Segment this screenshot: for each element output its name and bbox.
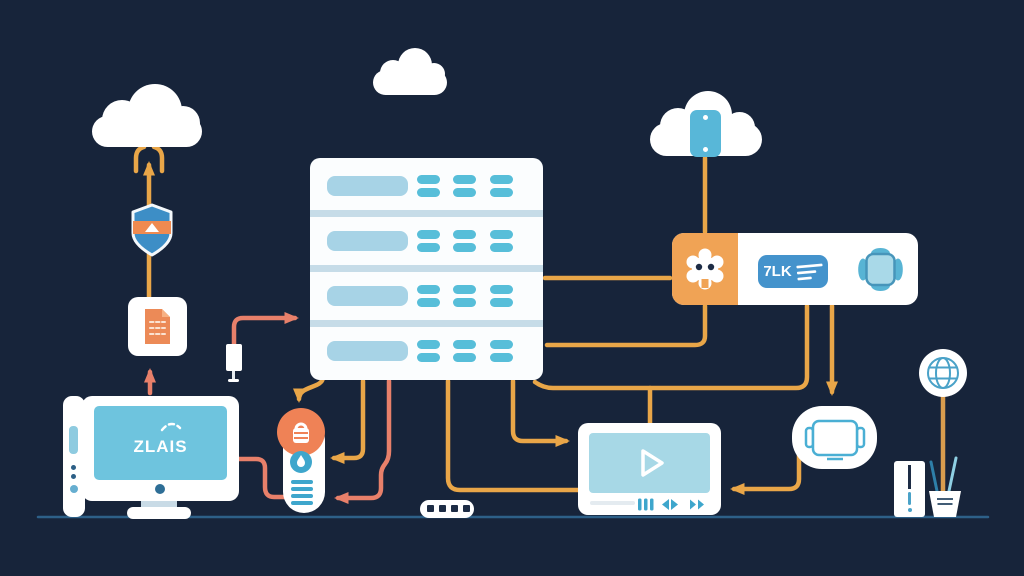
server-vents: [490, 340, 513, 366]
server-rack: [310, 158, 543, 380]
edge-card-to-server: [544, 303, 708, 348]
usb-stem: [232, 371, 235, 380]
player-progress: [590, 501, 635, 505]
drop-icon: [297, 455, 305, 467]
film-strip-icon: [420, 500, 474, 518]
server-unit: [310, 272, 543, 320]
edge-usb-to-server: [231, 312, 299, 348]
tower-dot: [71, 474, 76, 479]
player-screen: [589, 433, 710, 493]
globe-stick: [940, 395, 946, 493]
remote-stripe: [291, 487, 313, 491]
book-exclamation: [907, 492, 911, 505]
remote-stripe: [291, 480, 313, 484]
server-vents: [490, 230, 513, 256]
book-exclamation-dot: [907, 508, 912, 512]
server-vents: [417, 340, 440, 366]
tower-dot: [71, 465, 76, 470]
tower-dot: [70, 485, 78, 493]
gear-bot-icon: [686, 248, 724, 290]
remote-stripe: [291, 494, 313, 498]
screen-label: ZLAIS: [133, 437, 188, 456]
player-controls: [638, 498, 704, 511]
cloud-hook-right: [151, 144, 165, 174]
edge-server-to-remote-top: [293, 374, 326, 403]
tablet-icon: [690, 110, 721, 157]
film-frame: [451, 505, 458, 512]
film-frame: [463, 505, 470, 512]
shield-badge-icon: [131, 203, 173, 257]
7lk-button: 7LK: [758, 255, 828, 288]
film-frame: [439, 505, 446, 512]
server-vents: [453, 340, 476, 366]
server-panel-pill: [327, 176, 408, 196]
server-vents: [417, 230, 440, 256]
edge-server-to-player-low: [445, 378, 587, 493]
7lk-label: 7LK: [763, 263, 792, 280]
server-panel-pill: [327, 286, 408, 306]
screen-arc-icon: [160, 422, 182, 432]
edge-server-to-remote-mid: [330, 378, 366, 464]
remote-stripe: [291, 501, 313, 505]
usb-foot: [228, 379, 239, 382]
server-vents: [490, 285, 513, 311]
monitor-screen: ZLAIS: [94, 406, 227, 480]
server-vents: [453, 175, 476, 201]
play-icon: [641, 449, 664, 477]
document-card: [128, 297, 187, 356]
server-vents: [417, 285, 440, 311]
server-vents: [453, 230, 476, 256]
monitor-dot: [155, 484, 165, 494]
monitor-base: [127, 507, 191, 519]
satellite-icon: [858, 248, 903, 291]
edge-blob-to-player: [730, 449, 802, 495]
tower-slot: [69, 426, 78, 454]
server-unit: [310, 327, 543, 375]
edge-card-trunk: [532, 303, 810, 391]
server-separator: [310, 320, 543, 327]
headset-icon: [804, 419, 866, 461]
tower-device: [63, 396, 85, 517]
edge-server-to-remote-low: [334, 378, 392, 504]
server-panel-pill: [327, 231, 408, 251]
lock-icon: [293, 422, 309, 443]
book-slit: [908, 465, 911, 489]
list-lines-icon: [795, 263, 823, 280]
server-vents: [490, 175, 513, 201]
edge-server-to-player: [510, 378, 570, 447]
pen-cup-prop: [929, 456, 961, 517]
server-vents: [417, 175, 440, 201]
server-separator: [310, 265, 543, 272]
server-vents: [453, 285, 476, 311]
cloud-upload-icon: [92, 84, 202, 148]
edge-monitor-to-remote: [236, 456, 290, 500]
film-frame: [427, 505, 434, 512]
globe-grid: [927, 357, 959, 389]
server-unit: [310, 162, 543, 210]
server-panel-pill: [327, 341, 408, 361]
server-separator: [310, 210, 543, 217]
document-icon: [145, 309, 170, 344]
cloud-tablet-group: [650, 91, 762, 157]
server-unit: [310, 217, 543, 265]
cloud-hook-left: [133, 144, 147, 174]
cloud-small-icon: [373, 48, 447, 96]
usb-plug-icon: [226, 344, 242, 371]
